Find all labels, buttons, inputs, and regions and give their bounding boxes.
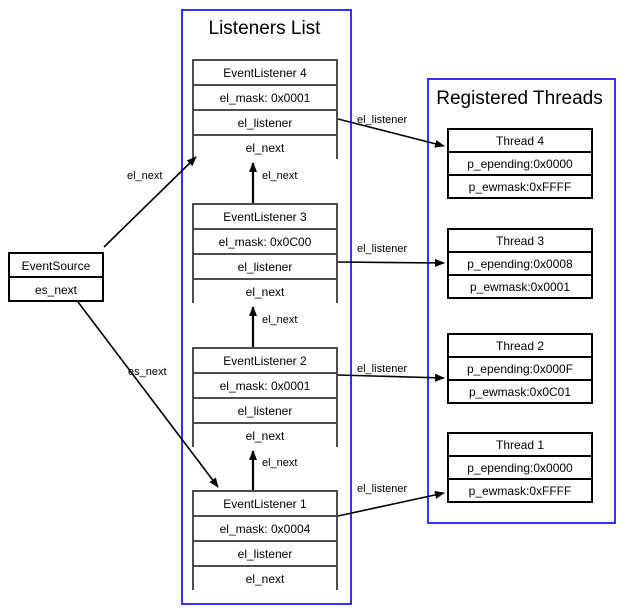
node-event-listener-2[interactable]: EventListener 2 el_mask: 0x0001 el_liste… — [192, 347, 338, 449]
edge-label-listener3-to-thread3: el_listener — [357, 243, 408, 255]
thread-1-title: Thread 1 — [447, 432, 593, 457]
listener-3-next: el_next — [194, 280, 336, 305]
listener-1-listener: el_listener — [194, 542, 336, 567]
edge-label-listener1-to-listener2: el_next — [262, 457, 298, 469]
listener-2-title: EventListener 2 — [194, 349, 336, 374]
listener-1-next: el_next — [194, 567, 336, 592]
thread-2-ewmask: p_ewmask:0x0C01 — [447, 379, 593, 404]
panel-registered-threads-title: Registered Threads — [436, 88, 603, 109]
listener-3-title: EventListener 3 — [194, 205, 336, 230]
listener-3-listener: el_listener — [194, 255, 336, 280]
thread-3-epending: p_epending:0x0008 — [447, 251, 593, 276]
node-thread-3[interactable]: Thread 3 p_epending:0x0008 p_ewmask:0x00… — [447, 228, 593, 303]
listener-4-mask: el_mask: 0x0001 — [194, 86, 336, 111]
thread-4-ewmask: p_ewmask:0xFFFF — [447, 174, 593, 199]
node-thread-4[interactable]: Thread 4 p_epending:0x0000 p_ewmask:0xFF… — [447, 128, 593, 203]
edge-label-listener2-to-listener3: el_next — [262, 314, 298, 326]
listener-4-listener: el_listener — [194, 111, 336, 136]
thread-3-ewmask: p_ewmask:0x0001 — [447, 274, 593, 299]
thread-4-title: Thread 4 — [447, 128, 593, 153]
node-thread-1[interactable]: Thread 1 p_epending:0x0000 p_ewmask:0xFF… — [447, 432, 593, 507]
edge-label-listener3-to-listener4: el_next — [262, 170, 298, 182]
node-event-listener-3[interactable]: EventListener 3 el_mask: 0x0C00 el_liste… — [192, 203, 338, 305]
thread-2-epending: p_epending:0x000F — [447, 356, 593, 381]
edge-label-listener2-to-thread2: el_listener — [357, 363, 408, 375]
event-source-field-es-next: es_next — [34, 283, 78, 297]
node-event-listener-1[interactable]: EventListener 1 el_mask: 0x0004 el_liste… — [192, 490, 338, 592]
node-event-listener-4[interactable]: EventListener 4 el_mask: 0x0001 el_liste… — [192, 59, 338, 161]
edge-label-source-to-listener4: el_next — [127, 170, 163, 182]
thread-4-epending: p_epending:0x0000 — [447, 151, 593, 176]
listener-1-mask: el_mask: 0x0004 — [194, 517, 336, 542]
listener-2-next: el_next — [194, 424, 336, 449]
thread-1-ewmask: p_ewmask:0xFFFF — [447, 478, 593, 503]
listener-1-title: EventListener 1 — [194, 492, 336, 517]
edge-label-listener1-to-thread1: el_listener — [357, 483, 408, 495]
edge-label-listener4-to-thread4: el_listener — [357, 114, 408, 126]
thread-2-title: Thread 2 — [447, 333, 593, 358]
node-thread-2[interactable]: Thread 2 p_epending:0x000F p_ewmask:0x0C… — [447, 333, 593, 408]
thread-3-title: Thread 3 — [447, 228, 593, 253]
listener-2-mask: el_mask: 0x0001 — [194, 374, 336, 399]
edge-label-source-to-listener1: es_next — [128, 366, 167, 378]
panel-listeners-list-title: Listeners List — [208, 18, 321, 39]
node-event-source[interactable]: EventSource es_next — [8, 252, 104, 302]
listener-4-title: EventListener 4 — [194, 61, 336, 86]
event-source-title: EventSource — [10, 254, 102, 278]
thread-1-epending: p_epending:0x0000 — [447, 455, 593, 480]
listener-2-listener: el_listener — [194, 399, 336, 424]
panel-registered-threads — [427, 78, 616, 524]
listener-3-mask: el_mask: 0x0C00 — [194, 230, 336, 255]
listener-4-next: el_next — [194, 136, 336, 161]
